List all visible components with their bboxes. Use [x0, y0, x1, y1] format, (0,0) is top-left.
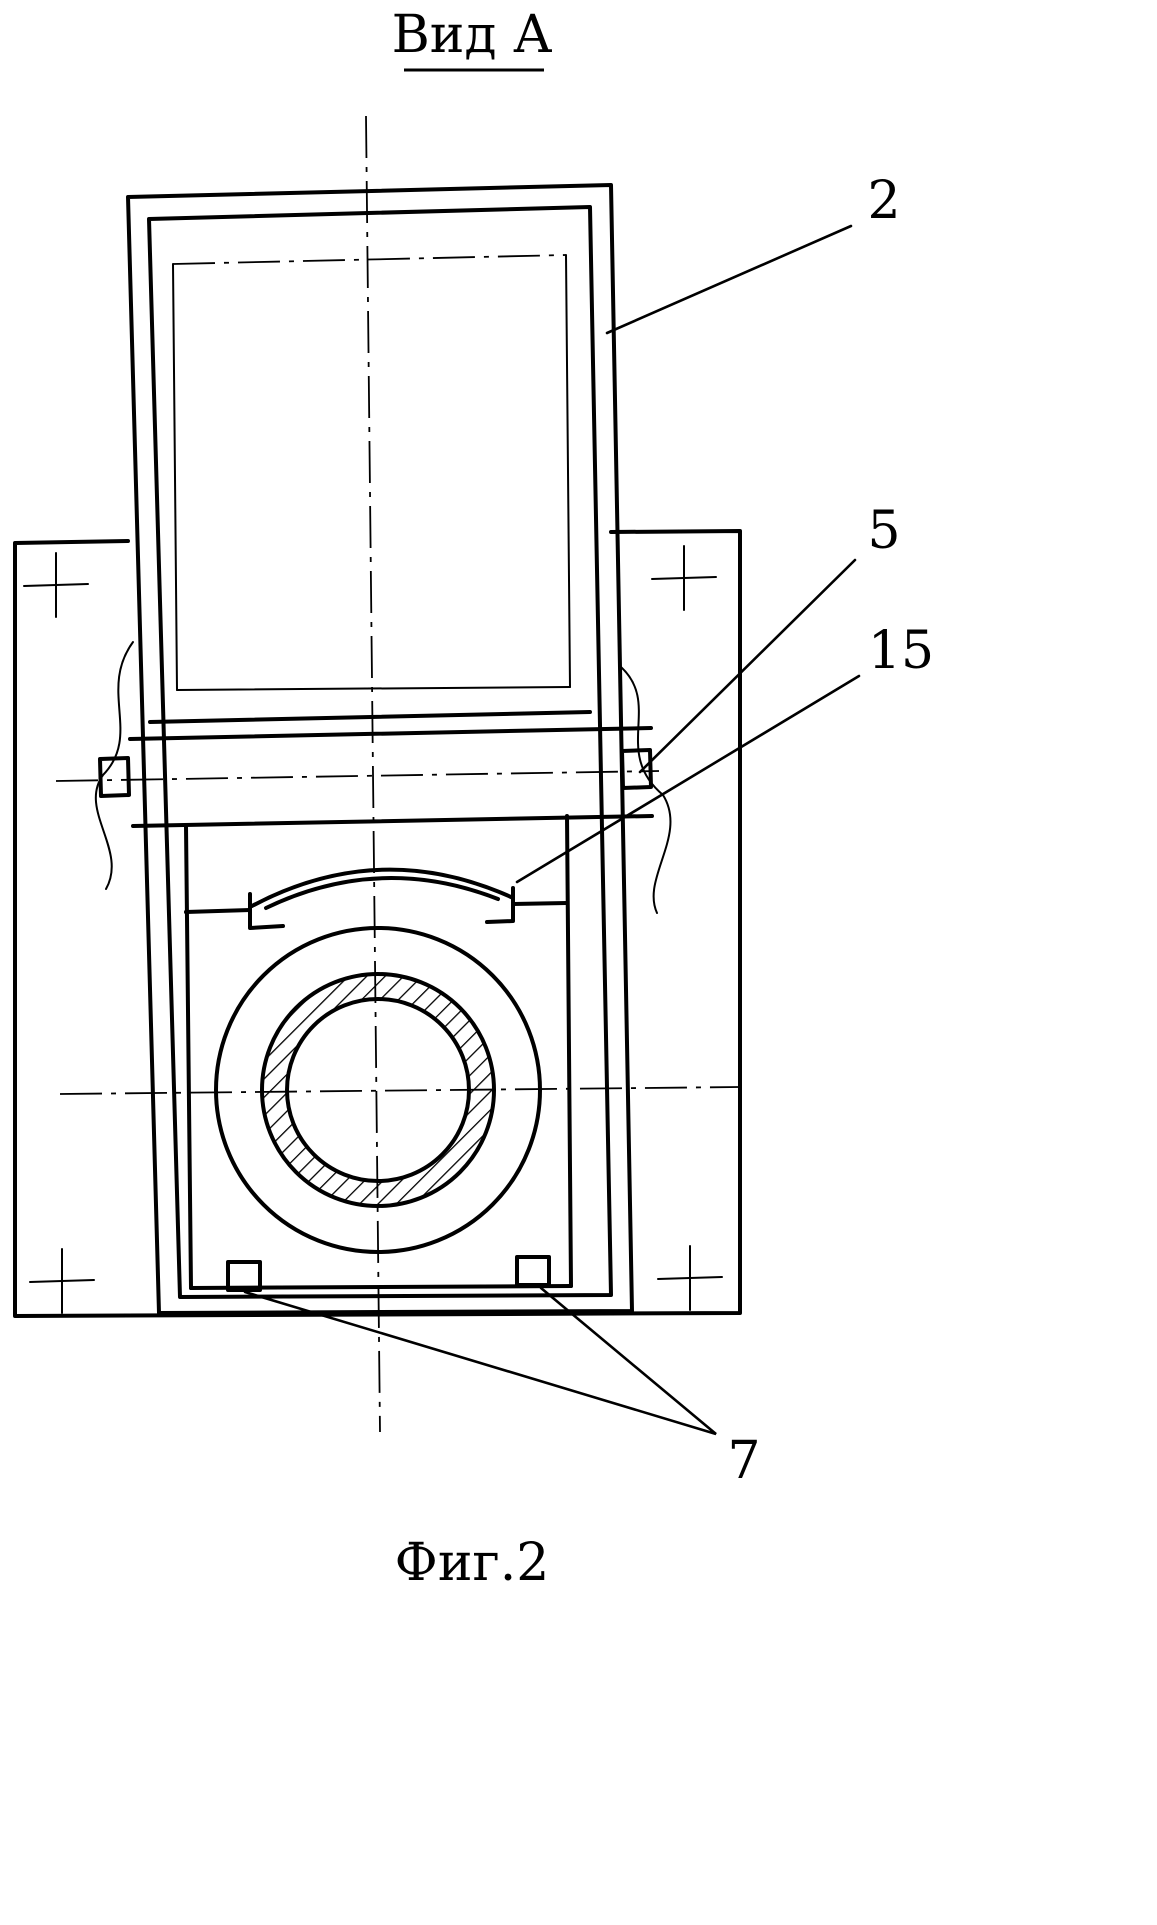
- cross-mark-bottom-right: [657, 1245, 723, 1311]
- arch-left-step: [248, 892, 285, 930]
- bar-top-edge: [128, 726, 653, 741]
- cavity-bottom-edge: [189, 1284, 573, 1290]
- leader-line-5: [638, 558, 857, 774]
- leader-line-2: [605, 224, 853, 335]
- center-lines: [55, 115, 741, 1433]
- view-title: Вид А: [392, 5, 553, 65]
- arch-right-step: [485, 886, 515, 924]
- foot-left: [226, 1260, 262, 1292]
- cross-mark-top-right: [651, 545, 717, 611]
- gate-panel: [148, 254, 592, 724]
- leader-line-15: [515, 674, 861, 884]
- cross-mark-bottom-left: [29, 1248, 95, 1314]
- foot-right: [515, 1255, 551, 1287]
- bar-bottom-edge: [131, 814, 654, 828]
- leader-line-7: [243, 1286, 717, 1436]
- bar-left-pin: [98, 756, 131, 798]
- cavity-right-wall: [565, 814, 573, 1288]
- back-plate-outline: [13, 529, 742, 1318]
- break-line-right: [620, 666, 672, 914]
- back-plate: [13, 529, 742, 1318]
- arch-outer-arc: [250, 867, 513, 908]
- corner-cross-marks: [23, 545, 723, 1314]
- vertical-center-line: [365, 115, 381, 1433]
- gate-bottom-rail: [148, 710, 592, 724]
- arch-inner-arc: [264, 876, 500, 910]
- leader-lines: [243, 224, 861, 1436]
- cross-mark-top-left: [23, 552, 89, 618]
- bore-circle: [214, 926, 542, 1254]
- break-lines: [94, 641, 672, 914]
- ref-label-15: 15: [868, 621, 934, 681]
- lower-cavity: [184, 814, 573, 1290]
- bar-center-line: [55, 770, 660, 782]
- arch-left-ledge: [184, 908, 252, 914]
- arch-liner: [184, 867, 569, 930]
- bushing-outer-circle: [260, 972, 496, 1208]
- gate-panel-bottom-edge: [176, 686, 571, 691]
- frame-outer-outline: [126, 183, 634, 1315]
- bushing-inner-circle: [285, 997, 471, 1183]
- figure-caption: Фиг.2: [395, 1533, 550, 1593]
- ref-label-5: 5: [867, 501, 900, 561]
- bore-and-bushing: [214, 926, 542, 1254]
- bore-center-line: [59, 1086, 741, 1095]
- gate-frame: [126, 183, 634, 1315]
- gate-panel-left-edge: [172, 263, 178, 691]
- cavity-left-wall: [184, 824, 193, 1290]
- mounting-feet: [226, 1255, 551, 1292]
- frame-inner-outline: [147, 205, 613, 1299]
- ref-label-2: 2: [867, 171, 900, 231]
- gate-top-center-line: [172, 254, 567, 265]
- bar-right-pin: [620, 748, 653, 790]
- break-line-left: [94, 641, 134, 890]
- support-bar: [98, 726, 654, 828]
- gate-panel-right-edge: [565, 254, 571, 688]
- reference-labels: 2 5 15 7: [727, 171, 934, 1491]
- ref-label-7: 7: [727, 1431, 760, 1491]
- arch-right-ledge: [511, 901, 569, 906]
